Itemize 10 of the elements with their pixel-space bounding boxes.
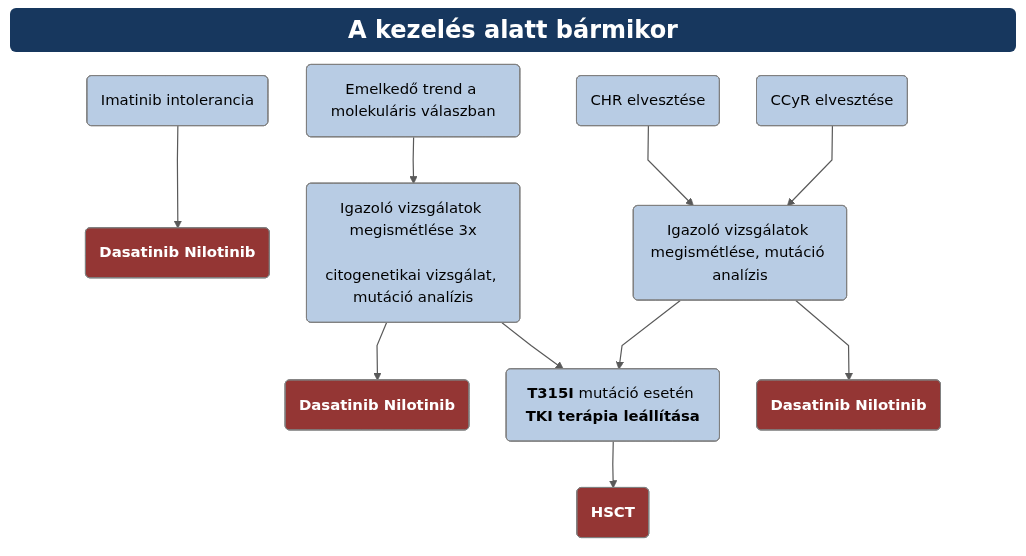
arrow <box>409 136 418 184</box>
arrow <box>795 299 853 381</box>
arrow <box>787 125 834 207</box>
arrow <box>609 440 618 489</box>
title-banner: A kezelés alatt bármikor <box>10 8 1016 52</box>
arrow <box>615 299 681 370</box>
arrow <box>373 322 388 381</box>
arrow <box>501 322 564 370</box>
arrow <box>173 125 182 229</box>
arrow <box>647 125 694 207</box>
